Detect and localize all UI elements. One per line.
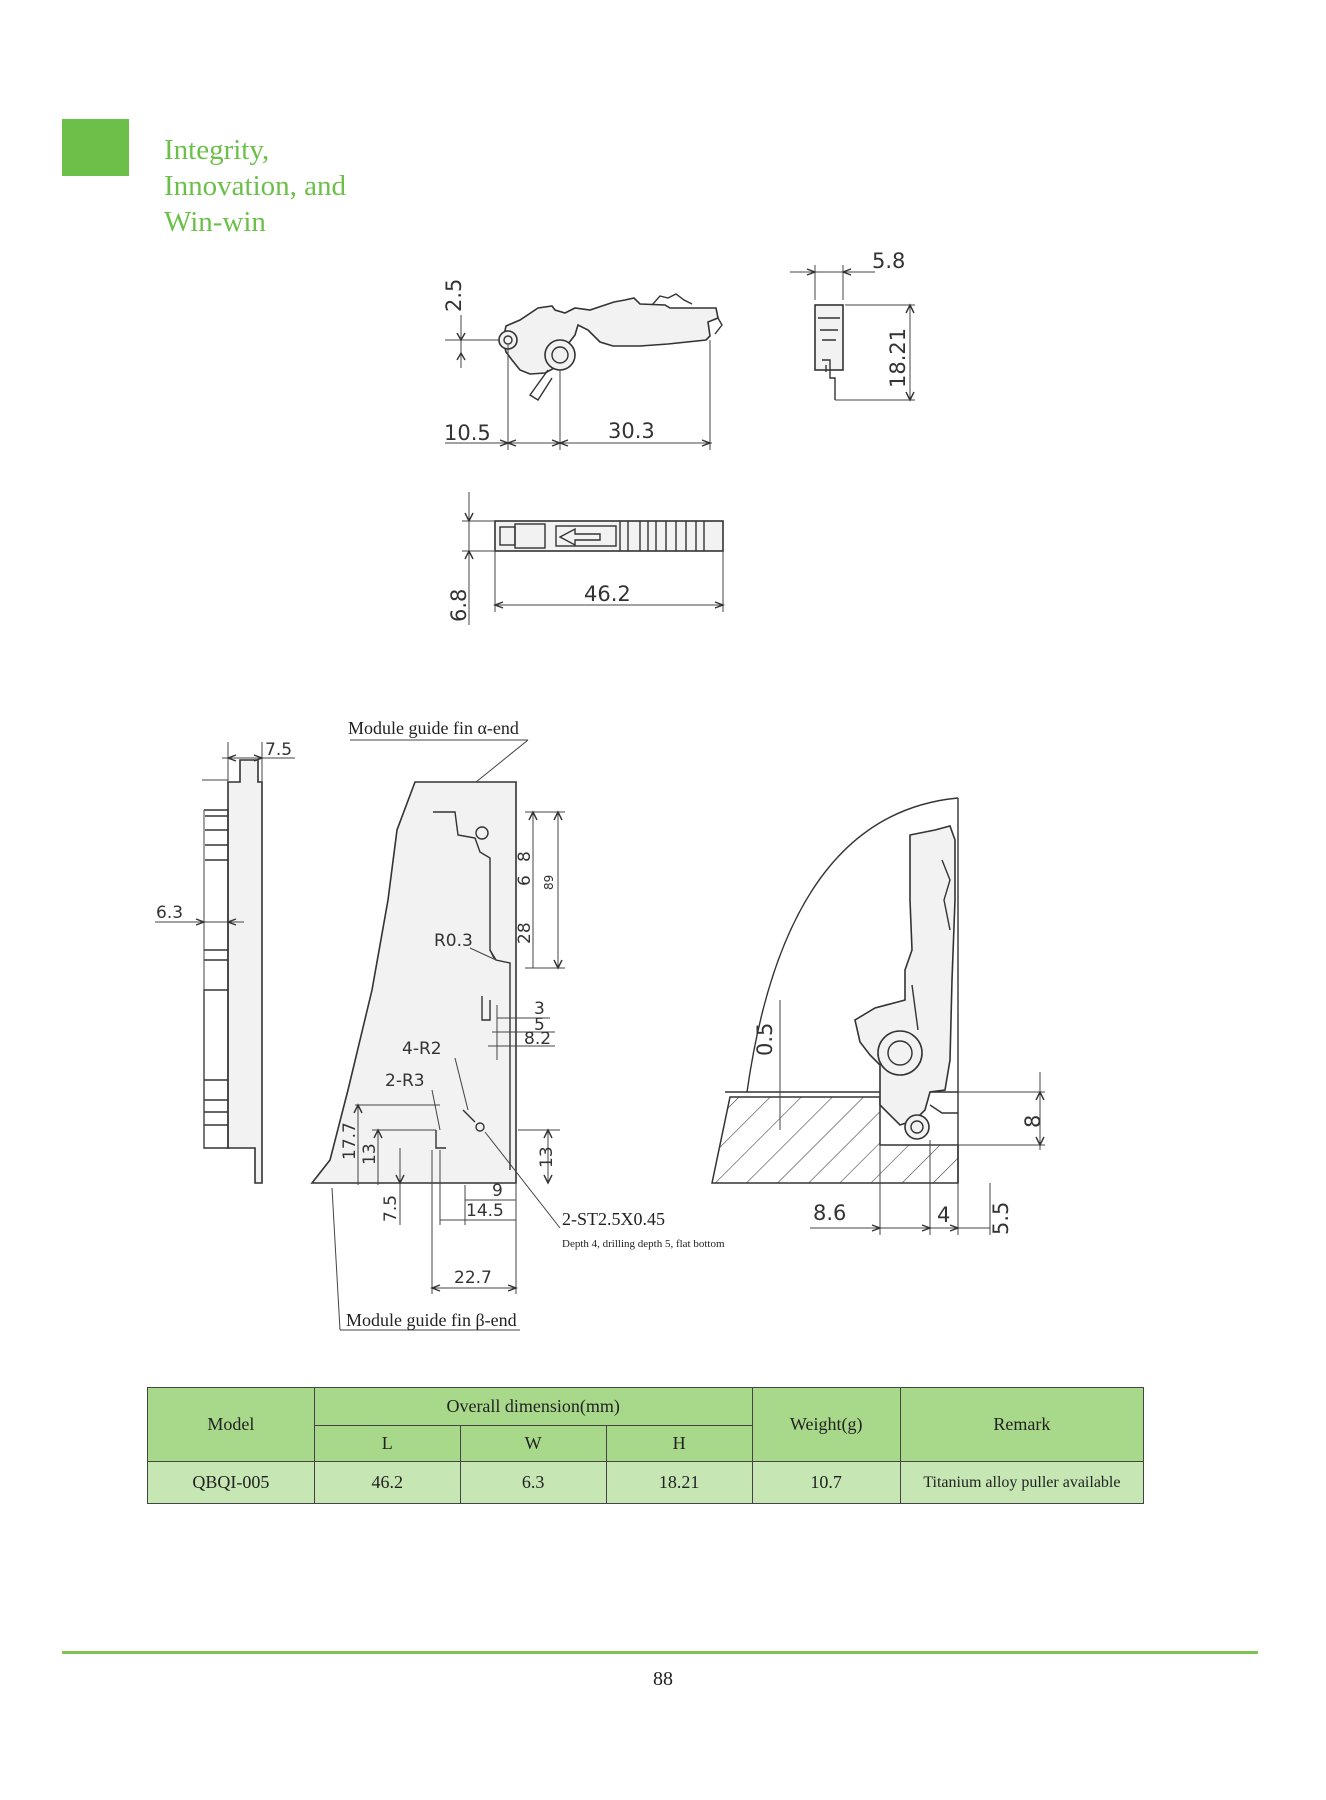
brand-square: [62, 119, 129, 176]
dim-86: 8.6: [813, 1201, 846, 1225]
cell-h: 18.21: [605, 1461, 753, 1504]
dim-width: 5.8: [872, 249, 905, 273]
cell-remark: Titanium alloy puller available: [899, 1461, 1145, 1504]
screw-note: 2-ST2.5X0.45: [562, 1209, 665, 1229]
dim-8b: 8: [1021, 1115, 1045, 1128]
dim-4r2: 4-R2: [402, 1039, 442, 1059]
top-plan-view: 6.8 46.2: [447, 492, 725, 625]
dim-9: 9: [492, 1181, 503, 1201]
dim-13a: 13: [360, 1143, 380, 1165]
label-beta-end: Module guide fin β-end: [346, 1310, 517, 1330]
spec-table: Model Overall dimension(mm) Weight(g) Re…: [147, 1387, 1145, 1504]
slogan-line-2: Innovation, and: [164, 170, 347, 202]
dim-main: 30.3: [608, 419, 655, 443]
dim-v89: 89: [542, 875, 556, 890]
dim-05: 0.5: [753, 1023, 777, 1056]
header-model: Model: [147, 1387, 315, 1462]
dim-r03: R0.3: [434, 931, 473, 951]
dim-height-small: 2.5: [442, 279, 466, 312]
dim-3: 3: [534, 999, 545, 1019]
dim-height: 18.21: [886, 328, 910, 388]
top-side-view: 2.5 10.5 30.3: [442, 279, 723, 450]
slogan-line-3: Win-win: [164, 206, 266, 238]
dim-4: 4: [937, 1203, 950, 1227]
dim-55: 5.5: [989, 1202, 1013, 1235]
dim-227: 22.7: [454, 1268, 492, 1288]
side-strip-view: 7.5 6.3: [155, 740, 295, 1184]
table-header-row: Model Overall dimension(mm) Weight(g) Re…: [147, 1387, 1145, 1462]
label-alpha-end: Module guide fin α-end: [348, 718, 519, 738]
dim-left: 10.5: [444, 421, 491, 445]
dim-v8: 8: [515, 851, 535, 862]
header-weight: Weight(g): [751, 1387, 901, 1462]
dim-thickness: 6.8: [447, 589, 471, 622]
header-overall-dimension: Overall dimension(mm): [313, 1387, 753, 1426]
dim-5: 5: [534, 1015, 545, 1035]
cell-l: 46.2: [313, 1461, 461, 1504]
dim-75: 7.5: [381, 1195, 401, 1222]
dim-v6: 6: [515, 875, 535, 886]
dim-length: 46.2: [584, 582, 631, 606]
header-w: W: [459, 1425, 607, 1462]
top-end-view: 5.8 18.21: [790, 249, 915, 402]
header-remark: Remark: [899, 1387, 1145, 1462]
header-h: H: [605, 1425, 753, 1462]
dim-side-width: 6.3: [156, 903, 183, 923]
page-number: 88: [653, 1668, 673, 1690]
guide-fin-profile: Module guide fin α-end R0.3 8 6 89 28 3 …: [310, 718, 725, 1331]
dim-177: 17.7: [340, 1122, 360, 1160]
slogan: Integrity, Innovation, and Win-win: [164, 132, 346, 240]
cell-weight: 10.7: [751, 1461, 901, 1504]
cell-w: 6.3: [459, 1461, 607, 1504]
slogan-line-1: Integrity,: [164, 134, 270, 166]
installation-section: 0.5 8 8.6 4 5.5: [711, 797, 1045, 1235]
footer-divider: [62, 1651, 1258, 1654]
screw-detail: Depth 4, drilling depth 5, flat bottom: [562, 1238, 725, 1250]
dim-82: 8.2: [524, 1029, 551, 1049]
dim-145: 14.5: [466, 1201, 504, 1221]
dim-v28: 28: [515, 922, 535, 944]
header-l: L: [313, 1425, 461, 1462]
cell-model: QBQI-005: [147, 1461, 315, 1504]
dim-side-top: 7.5: [265, 740, 292, 760]
table-row: QBQI-005 46.2 6.3 18.21 10.7 Titanium al…: [147, 1461, 1145, 1504]
dim-2r3: 2-R3: [385, 1071, 425, 1091]
dim-13b: 13: [537, 1146, 557, 1168]
